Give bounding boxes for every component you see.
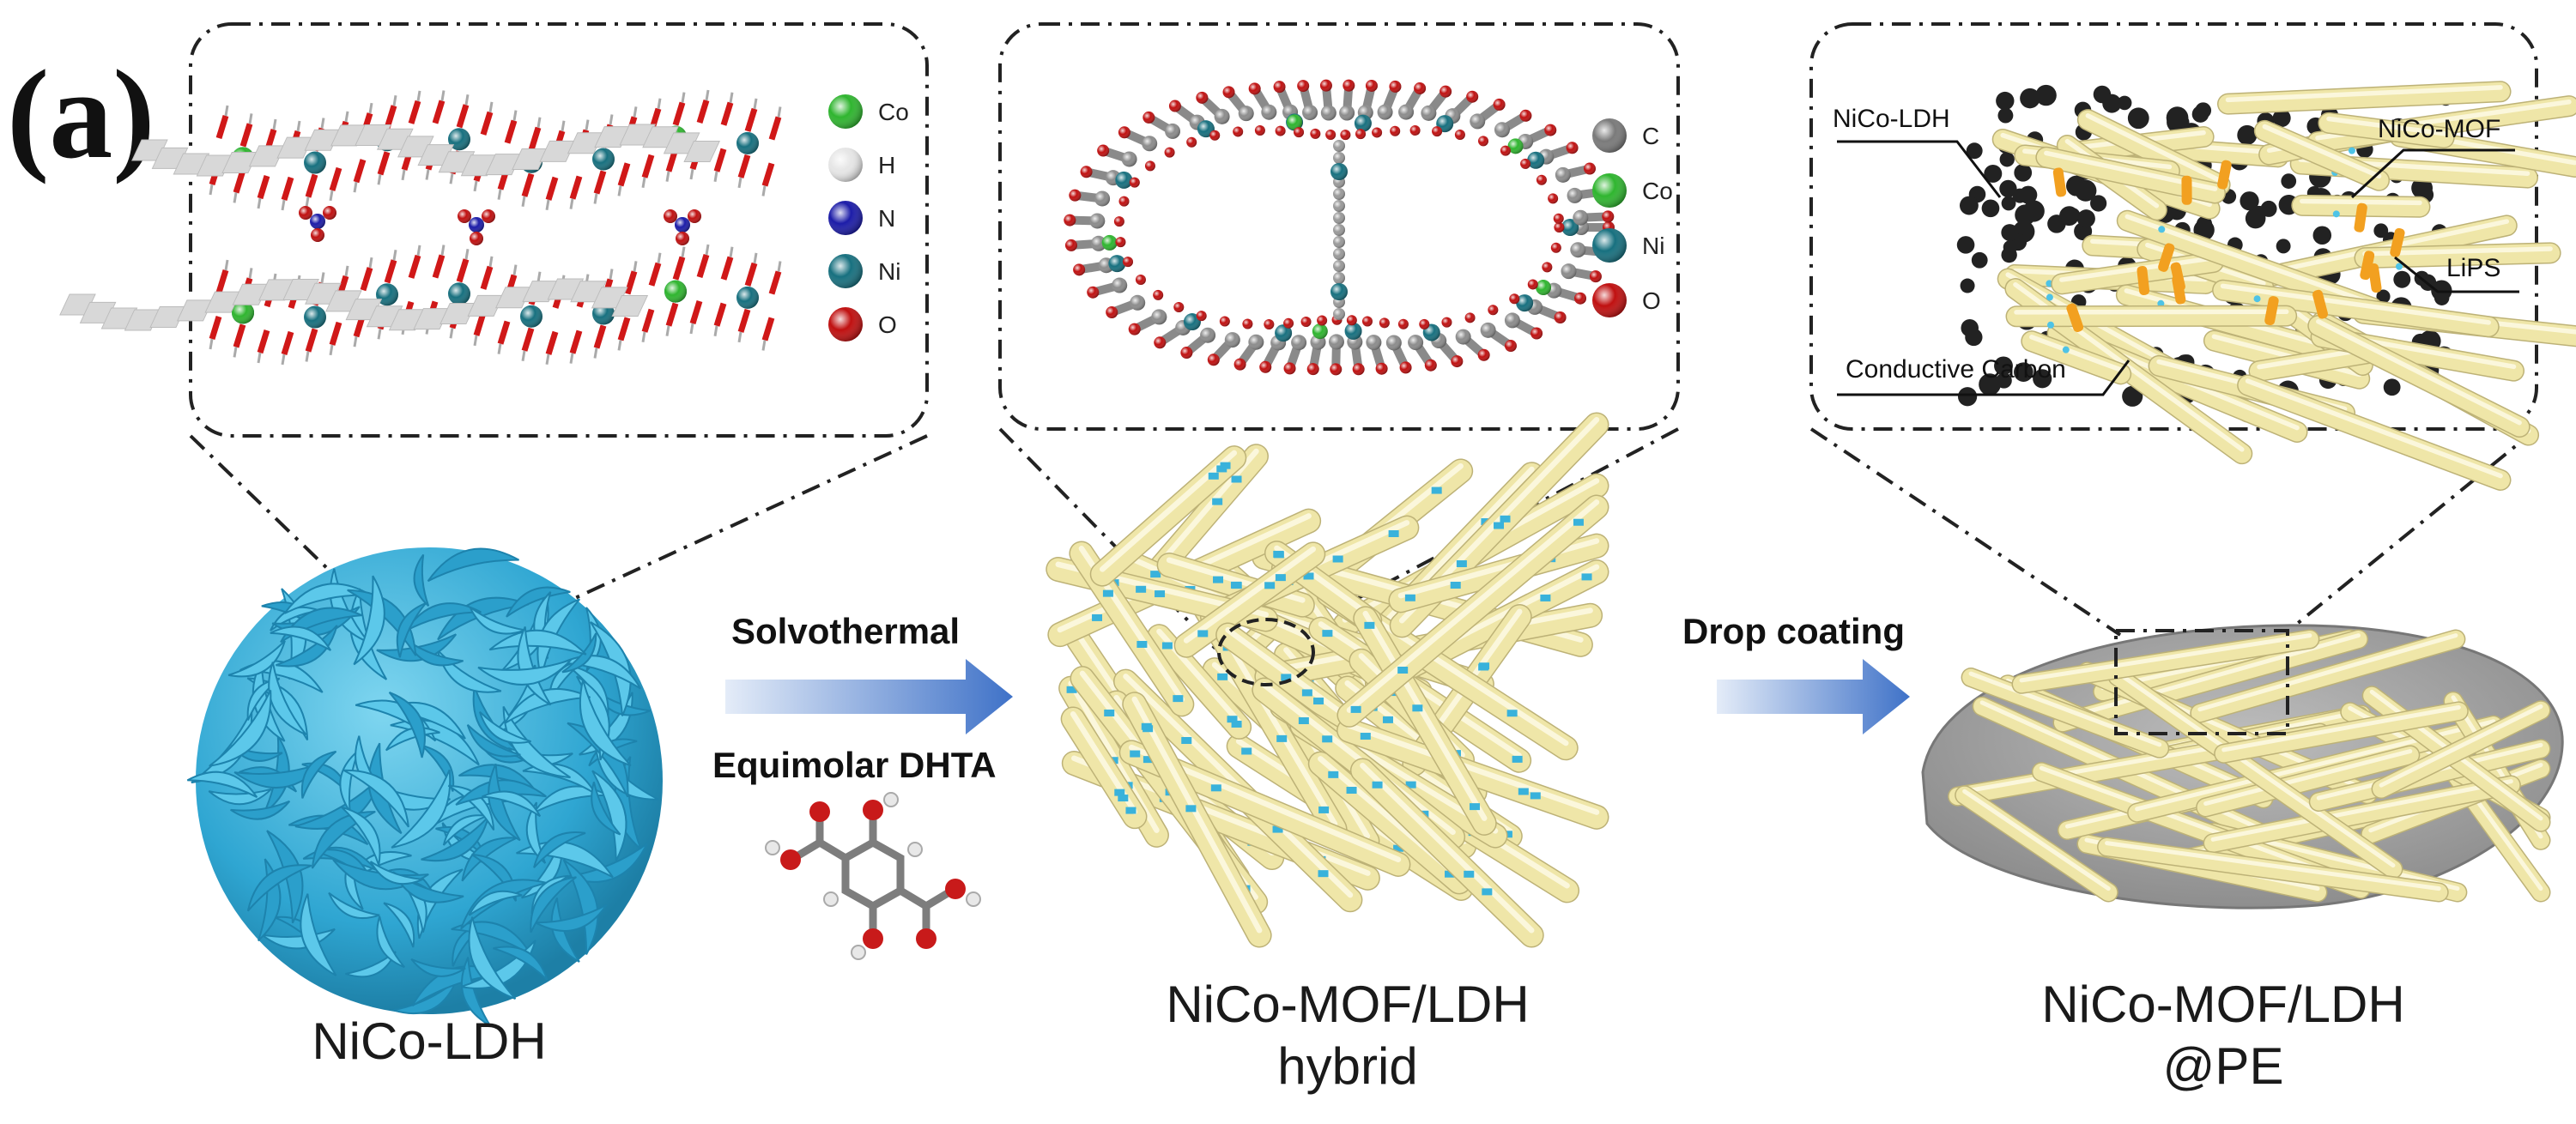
caption-line: NiCo-MOF/LDH	[1166, 976, 1530, 1033]
ldh-zoom-box	[189, 22, 929, 438]
dhta-molecule	[765, 792, 981, 960]
callout-nico-ldh: NiCo-LDH	[1833, 105, 1950, 133]
nico-ldh-sphere	[186, 547, 663, 1027]
panel-label: (a)	[7, 45, 155, 185]
caption-line: NiCo-LDH	[312, 1012, 547, 1070]
mof-legend-label: C	[1642, 123, 1659, 149]
mof-legend-label: Co	[1642, 178, 1673, 204]
caption-line: NiCo-MOF/LDH	[2041, 976, 2405, 1033]
ldh-legend-label: O	[878, 311, 897, 338]
caption-line: @PE	[2162, 1037, 2284, 1095]
callout-lines	[1837, 140, 2519, 396]
callout-nico-mof: NiCo-MOF	[2378, 115, 2500, 143]
callout-lips: LiPS	[2446, 254, 2500, 282]
mof-legend-label: Ni	[1642, 233, 1664, 259]
solvothermal-arrow	[725, 659, 1013, 734]
drop-coating-label: Drop coating	[1682, 611, 1905, 651]
ldh-legend-label: Co	[878, 99, 909, 125]
caption-line: hybrid	[1277, 1037, 1418, 1095]
callout-conductive-carbon: Conductive Carbon	[1846, 355, 2066, 384]
ldh-legend-label: N	[878, 205, 895, 232]
mof-zoom-box	[998, 22, 1680, 431]
pe-zoom-box	[1809, 22, 2538, 431]
drop-coating-arrow	[1717, 659, 1910, 734]
caption-nico-ldh: NiCo-LDH	[258, 1011, 601, 1073]
caption-hybrid: NiCo-MOF/LDH hybrid	[1124, 974, 1571, 1097]
ldh-legend-label: Ni	[878, 258, 900, 285]
pe-separator	[1921, 624, 2564, 909]
solvothermal-label: Solvothermal	[731, 611, 961, 651]
mof-framework-structure	[1064, 79, 1615, 376]
mof-legend-label: O	[1642, 287, 1661, 314]
ldh-layer-structure	[59, 89, 782, 366]
caption-pe: NiCo-MOF/LDH @PE	[2000, 974, 2446, 1097]
ldh-element-legend: CoH N NiO	[828, 94, 909, 341]
equimolar-dhta-label: Equimolar DHTA	[712, 745, 997, 785]
pe-zoom-rods	[1956, 81, 2576, 491]
ldh-legend-label: H	[878, 152, 895, 178]
hybrid-zoom-marker	[1217, 618, 1315, 686]
pe-zoom-marker	[2114, 629, 2289, 735]
hybrid-rod-bundle	[1046, 412, 1609, 948]
